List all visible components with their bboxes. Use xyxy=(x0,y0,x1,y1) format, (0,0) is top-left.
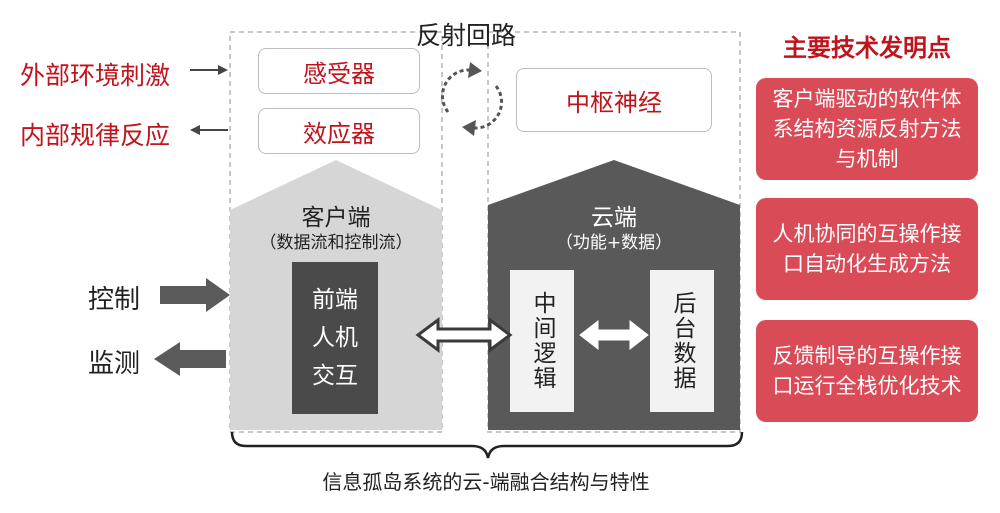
client-title: 客户端 xyxy=(301,205,371,231)
client-inner-box-shape xyxy=(292,262,378,414)
middle-logic-box-shape xyxy=(510,270,574,412)
backend-data-box: 后台数据 xyxy=(650,270,714,412)
reflex-loop-title: 反射回路 xyxy=(416,21,517,50)
monitor-label: 监测 xyxy=(88,349,141,379)
invention-card-2: 人机协同的互操作接口自动化生成方法 xyxy=(756,198,978,300)
internal-reaction-label: 内部规律反应 xyxy=(20,121,171,150)
reflex-cycle-icon xyxy=(440,62,504,136)
invention-card-2-text: 人机协同的互操作接口自动化生成方法 xyxy=(772,222,962,276)
client-cloud-double-arrow xyxy=(415,317,513,353)
internal-arrow-icon xyxy=(190,125,228,135)
bottom-caption: 信息孤岛系统的云-端融合结构与特性 xyxy=(322,470,650,494)
invention-card-3-text: 反馈制导的互操作接口运行全栈优化技术 xyxy=(772,344,962,398)
invention-card-1-text: 客户端驱动的软件体系结构资源反射方法与机制 xyxy=(772,87,962,171)
cloud-title: 云端 xyxy=(591,205,637,231)
client-subtitle: （数据流和控制流） xyxy=(259,233,413,253)
monitor-arrow-icon xyxy=(154,342,226,376)
frontend-interaction-label: 前端人机交互 xyxy=(312,287,358,389)
central-nerve-box: 中枢神经 xyxy=(516,68,712,132)
middle-logic-box: 中间逻辑 xyxy=(510,270,574,412)
middle-logic-label: 中间逻辑 xyxy=(529,291,555,391)
external-stimulus-label: 外部环境刺激 xyxy=(20,61,171,90)
backend-data-label: 后台数据 xyxy=(669,291,695,391)
control-label: 控制 xyxy=(88,285,141,315)
control-arrow-icon xyxy=(160,278,230,312)
external-arrow-icon xyxy=(190,65,228,75)
frontend-interaction-box: 前端人机交互 xyxy=(292,262,378,414)
invention-card-3: 反馈制导的互操作接口运行全栈优化技术 xyxy=(756,320,978,422)
receptor-box: 感受器 xyxy=(258,48,420,94)
backend-data-box-shape xyxy=(650,270,714,412)
effector-box: 效应器 xyxy=(258,108,420,154)
middle-backend-double-arrow xyxy=(579,319,649,351)
invention-card-1: 客户端驱动的软件体系结构资源反射方法与机制 xyxy=(756,78,978,180)
cloud-subtitle: （功能+数据） xyxy=(555,233,673,253)
bottom-brace xyxy=(230,431,744,459)
inventions-title: 主要技术发明点 xyxy=(783,34,951,62)
